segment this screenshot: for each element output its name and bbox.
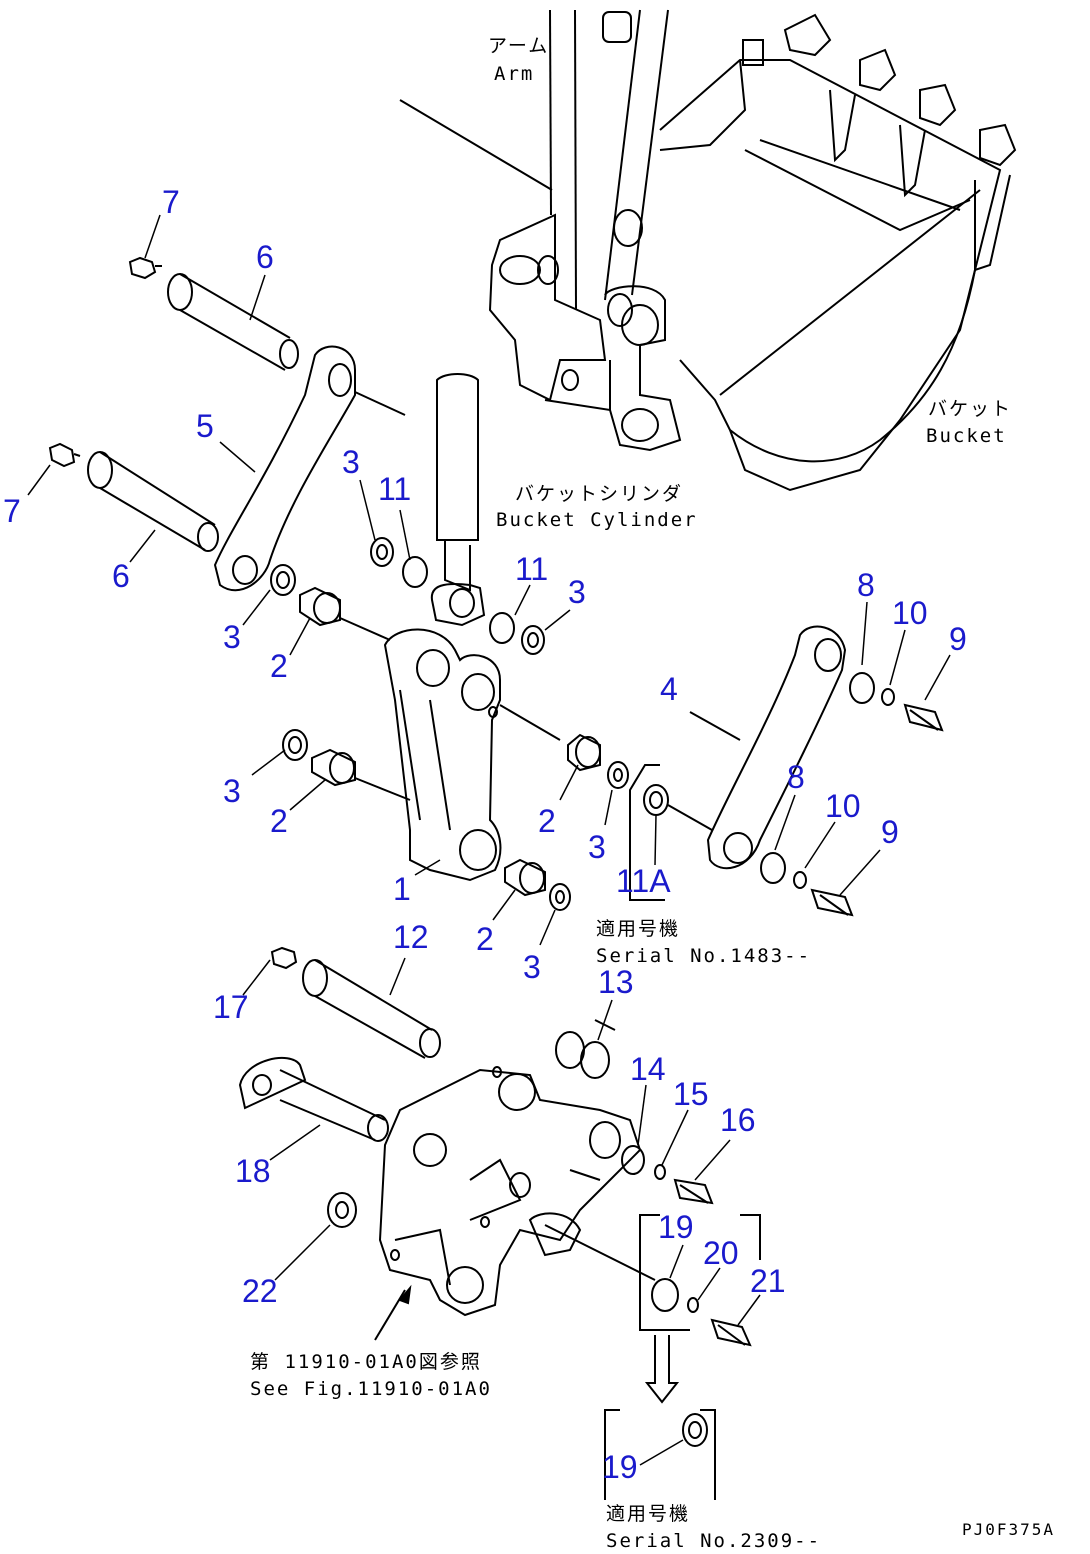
- captions: アーム Arm バケット Bucket バケットシリンダ Bucket Cyli…: [250, 35, 1055, 1552]
- parts-14-15-16-drawing: [621, 1145, 714, 1205]
- callout-22[interactable]: 22: [242, 1273, 278, 1309]
- serial-box-19b-drawing: [604, 1409, 716, 1500]
- callout-10[interactable]: 10: [892, 595, 928, 631]
- serial-box-19-drawing: [639, 1214, 761, 1404]
- part-7-left-drawing: [48, 442, 81, 468]
- serial2-label-en: Serial No.2309--: [606, 1530, 821, 1552]
- drawing-code: PJ0F375A: [962, 1520, 1055, 1539]
- part-1-drawing: [383, 628, 561, 882]
- callout-8[interactable]: 8: [857, 567, 875, 603]
- callout-8[interactable]: 8: [787, 759, 805, 795]
- callout-2[interactable]: 2: [270, 803, 288, 839]
- callout-10[interactable]: 10: [825, 788, 861, 824]
- callout-13[interactable]: 13: [598, 964, 634, 1000]
- see-fig-label-jp: 第 11910-01A0図参照: [250, 1351, 482, 1373]
- callout-3[interactable]: 3: [223, 773, 241, 809]
- callout-16[interactable]: 16: [720, 1102, 756, 1138]
- part-11a-drawing: [629, 764, 713, 901]
- part-4-drawing: [689, 625, 847, 870]
- cylinder-label-jp: バケットシリンダ: [515, 483, 683, 505]
- callout-3[interactable]: 3: [342, 444, 360, 480]
- callout-11[interactable]: 11: [378, 471, 411, 507]
- lower-washers-drawing: [282, 729, 629, 911]
- callout-1[interactable]: 1: [393, 871, 411, 907]
- bucket-cylinder-drawing: [430, 373, 486, 627]
- callout-5[interactable]: 5: [196, 408, 214, 444]
- cylinder-label-en: Bucket Cylinder: [496, 509, 698, 531]
- callout-2[interactable]: 2: [476, 921, 494, 957]
- callout-6[interactable]: 6: [112, 558, 130, 594]
- callout-9[interactable]: 9: [949, 621, 967, 657]
- callout-19[interactable]: 19: [658, 1209, 694, 1245]
- callout-3[interactable]: 3: [523, 949, 541, 985]
- callout-17[interactable]: 17: [213, 989, 249, 1025]
- callout-21[interactable]: 21: [750, 1263, 786, 1299]
- callout-12[interactable]: 12: [393, 919, 429, 955]
- arm-label-jp: アーム: [488, 35, 549, 57]
- callout-7[interactable]: 7: [162, 184, 180, 220]
- callout-18[interactable]: 18: [235, 1153, 271, 1189]
- callouts: 7 6 5 7 6 3 11 11 3 3 2 8 10 9 4 3 2 2 8…: [3, 184, 967, 1485]
- bucket-label-jp: バケット: [928, 398, 1012, 420]
- part-18-drawing: [238, 1056, 389, 1142]
- callout-11[interactable]: 11: [515, 551, 548, 587]
- serial1-label-en: Serial No.1483--: [596, 945, 811, 967]
- leader-lines: [27, 214, 951, 1466]
- see-fig-pointer: [374, 1284, 412, 1341]
- arm-drawing: [399, 9, 669, 412]
- callout-15[interactable]: 15: [673, 1076, 709, 1112]
- callout-11a[interactable]: 11A: [616, 863, 671, 899]
- part-6-top-drawing: [167, 273, 299, 371]
- callout-2[interactable]: 2: [270, 648, 288, 684]
- callout-2[interactable]: 2: [538, 803, 556, 839]
- part-17-drawing: [270, 946, 298, 970]
- callout-19[interactable]: 19: [602, 1449, 638, 1485]
- serial1-label-jp: 適用号機: [596, 918, 680, 940]
- upper-washers-drawing: [270, 537, 545, 655]
- part-12-drawing: [302, 959, 441, 1059]
- callout-7[interactable]: 7: [3, 493, 21, 529]
- callout-6[interactable]: 6: [256, 239, 274, 275]
- part-13-drawing: [555, 1019, 616, 1079]
- parts-8-10-9-lower-drawing: [760, 852, 854, 917]
- part-6-left-drawing: [87, 451, 219, 552]
- callout-3[interactable]: 3: [223, 619, 241, 655]
- callout-14[interactable]: 14: [630, 1051, 666, 1087]
- line-drawing: [48, 9, 1017, 1500]
- see-fig-label-en: See Fig.11910-01A0: [250, 1378, 492, 1400]
- callout-3[interactable]: 3: [568, 574, 586, 610]
- callout-3[interactable]: 3: [588, 829, 606, 865]
- callout-9[interactable]: 9: [881, 814, 899, 850]
- part-22-drawing: [327, 1192, 357, 1228]
- bucket-drawing: [604, 13, 1017, 492]
- part-7-top-drawing: [128, 256, 162, 280]
- coupler-drawing: [378, 1066, 656, 1317]
- callout-4[interactable]: 4: [660, 671, 678, 707]
- serial2-label-jp: 適用号機: [606, 1503, 690, 1525]
- arm-label-en: Arm: [494, 63, 534, 85]
- bucket-label-en: Bucket: [926, 425, 1007, 447]
- parts-8-10-9-upper-drawing: [849, 672, 944, 732]
- callout-20[interactable]: 20: [703, 1235, 739, 1271]
- part-5-drawing: [213, 345, 406, 592]
